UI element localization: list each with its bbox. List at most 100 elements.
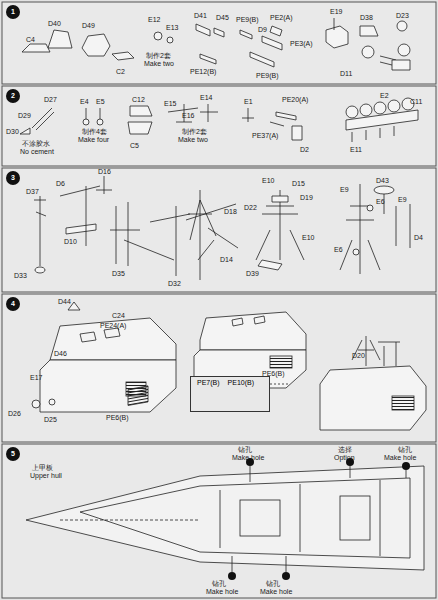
part-label: D27 [44, 96, 57, 104]
part-label: E14 [200, 94, 212, 102]
part-label: E4 [80, 98, 89, 106]
part-label: 制作2套 [182, 128, 207, 136]
part-label: Make two [144, 60, 174, 68]
part-label: D33 [14, 272, 27, 280]
part-label: Make two [178, 136, 208, 144]
step-number: 2 [6, 89, 20, 103]
step-number-text: 2 [11, 92, 15, 100]
part-label: D19 [300, 194, 313, 202]
part-label: D35 [112, 270, 125, 278]
part-label: PE24(A) [100, 322, 126, 330]
part-label: PE3(A) [290, 40, 313, 48]
part-label: Make hole [384, 454, 416, 462]
part-label: D49 [82, 22, 95, 30]
part-label: C11 [410, 98, 422, 106]
part-label: E13 [166, 24, 178, 32]
step-number: 4 [6, 297, 20, 311]
part-label: D20 [352, 352, 365, 360]
part-label: E11 [350, 146, 362, 154]
part-label: PE10(B) [228, 379, 254, 387]
part-label: D15 [292, 180, 305, 188]
part-label: 制作4套 [82, 128, 107, 136]
part-label: D4 [414, 234, 423, 242]
step2-parts [20, 98, 418, 142]
part-label: D22 [244, 204, 257, 212]
part-label: D2 [300, 146, 309, 154]
part-label: C4 [26, 36, 35, 44]
part-label: PE2(A) [270, 14, 293, 22]
part-label: D23 [396, 12, 409, 20]
part-label: 上甲板 [32, 464, 53, 472]
part-label: D30 [6, 128, 19, 136]
part-label: D32 [168, 280, 181, 288]
part-label: D29 [18, 112, 31, 120]
part-label: D46 [54, 350, 67, 358]
step-number: 5 [6, 447, 20, 461]
part-label: PE7(B) [197, 379, 220, 387]
part-label: Option [334, 454, 355, 462]
part-label: PE12(B) [190, 68, 216, 76]
part-label: D37 [26, 188, 39, 196]
part-label: D38 [360, 14, 373, 22]
part-label: 选择 [338, 446, 352, 454]
part-label: E1 [244, 98, 253, 106]
step-number-text: 1 [11, 8, 15, 16]
step1-parts [22, 18, 410, 70]
part-label: D26 [8, 410, 21, 418]
part-label: E17 [30, 374, 42, 382]
part-label: C24 [112, 312, 125, 320]
step-number-text: 3 [11, 174, 15, 182]
part-label: E10 [302, 234, 314, 242]
part-label: 制作2套 [146, 52, 171, 60]
part-label: E6 [376, 198, 385, 206]
part-label: No cement [20, 148, 54, 156]
step-number: 1 [6, 5, 20, 19]
part-label: Upper hull [30, 472, 62, 480]
part-label: E10 [262, 177, 274, 185]
part-label: Make four [78, 136, 109, 144]
part-label: 钻孔 [266, 580, 280, 588]
step3-masts [34, 176, 410, 280]
part-label: D43 [376, 177, 389, 185]
part-label: PE37(A) [252, 132, 278, 140]
step-number: 3 [6, 171, 20, 185]
part-label: PE9(B) [256, 72, 279, 80]
part-label: D9 [258, 26, 267, 34]
part-label: D10 [64, 238, 77, 246]
part-label: C12 [132, 96, 145, 104]
part-label: E16 [182, 112, 194, 120]
part-label: Make hole [232, 454, 264, 462]
part-label: 钻孔 [398, 446, 412, 454]
part-label: D14 [220, 256, 233, 264]
part-label: E12 [148, 16, 160, 24]
part-label: E9 [340, 186, 349, 194]
part-label: D45 [216, 14, 229, 22]
part-label: D16 [98, 168, 111, 176]
part-label: E5 [96, 98, 105, 106]
part-label: Make hole [260, 588, 292, 596]
step4-superstructure [32, 302, 426, 430]
part-label: D41 [194, 12, 207, 20]
part-label: D18 [224, 208, 237, 216]
part-label: Make hole [206, 588, 238, 596]
part-label: PE9(B) [236, 16, 259, 24]
part-label: D25 [44, 416, 57, 424]
part-label: C2 [116, 68, 125, 76]
part-label: D6 [56, 180, 65, 188]
part-label: 钻孔 [212, 580, 226, 588]
part-label: PE6(B) [106, 414, 129, 422]
part-label: D44 [58, 298, 71, 306]
part-label: E15 [164, 100, 176, 108]
part-label: E6 [334, 246, 343, 254]
part-label: E2 [380, 92, 389, 100]
part-label: E19 [330, 8, 342, 16]
part-label: C5 [130, 142, 139, 150]
part-label: E9 [398, 196, 407, 204]
part-label: 钻孔 [238, 446, 252, 454]
part-label: D40 [48, 20, 61, 28]
detail-inset: PE7(B) PE10(B) [190, 376, 270, 412]
upper-hull [26, 458, 424, 580]
step-number-text: 5 [11, 450, 15, 458]
